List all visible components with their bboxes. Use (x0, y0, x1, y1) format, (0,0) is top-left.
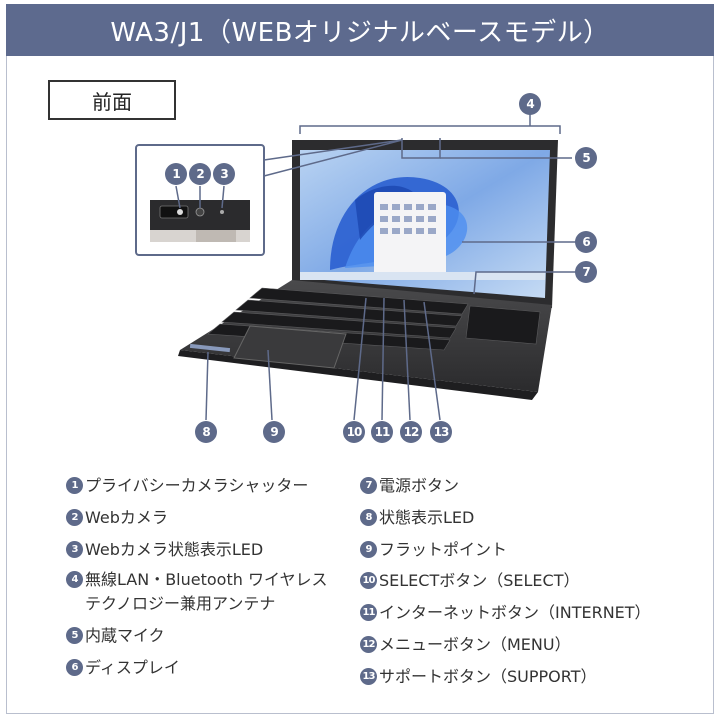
callout-3: 3 (213, 163, 235, 185)
legend-item: 12 メニューボタン（MENU） (360, 633, 571, 657)
legend-item: 3 Webカメラ状態表示LED (66, 538, 263, 562)
callout-12: 12 (400, 421, 422, 443)
page-title: WA3/J1（WEBオリジナルベースモデル） (110, 17, 610, 48)
legend-item: 10 SELECTボタン（SELECT） (360, 569, 579, 593)
legend-item: 7 電源ボタン (360, 474, 459, 498)
callout-11: 11 (371, 421, 393, 443)
title-bar: WA3/J1（WEBオリジナルベースモデル） (6, 4, 714, 56)
laptop-illustration (135, 114, 576, 421)
legend-item: 4 無線LAN・Bluetooth ワイヤレス テクノロジー兼用アンテナ (66, 568, 327, 616)
start-menu (374, 192, 446, 278)
callout-6: 6 (575, 231, 597, 253)
callout-4: 4 (519, 93, 541, 115)
callout-10: 10 (343, 421, 365, 443)
legend-item: 6 ディスプレイ (66, 656, 180, 680)
callout-7: 7 (575, 261, 597, 283)
callout-9: 9 (263, 421, 285, 443)
legend-item: 2 Webカメラ (66, 506, 168, 530)
callout-13: 13 (430, 421, 452, 443)
legend-item: 5 内蔵マイク (66, 624, 165, 648)
callout-2: 2 (189, 163, 211, 185)
callout-8: 8 (195, 421, 217, 443)
callout-1: 1 (165, 163, 187, 185)
legend-item: 1 プライバシーカメラシャッター (66, 474, 308, 498)
legend-item: 11 インターネットボタン（INTERNET） (360, 601, 651, 625)
touchpad (233, 325, 347, 369)
camera-zoom-inset (135, 144, 265, 256)
legend-item: 13 サポートボタン（SUPPORT） (360, 665, 597, 689)
callout-5: 5 (575, 147, 597, 169)
view-label: 前面 (48, 80, 176, 120)
legend-item: 8 状態表示LED (360, 506, 474, 530)
legend-item: 9 フラットポイント (360, 538, 507, 562)
